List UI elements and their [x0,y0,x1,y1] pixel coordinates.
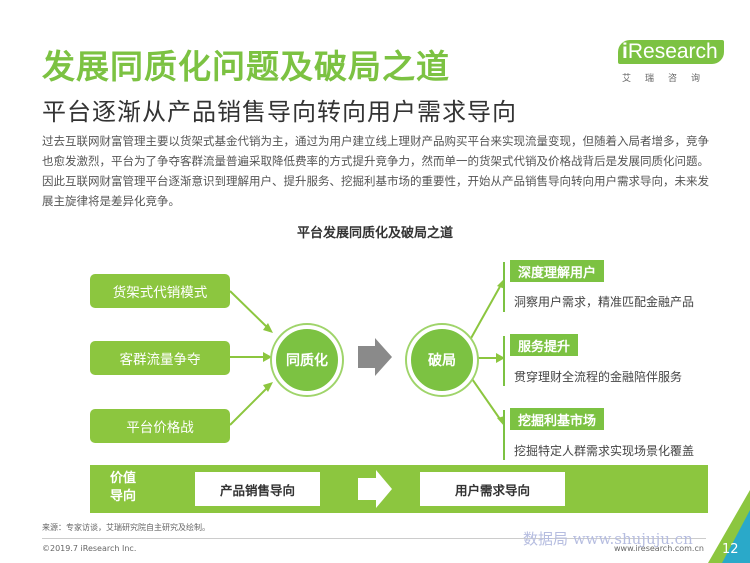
right-bracket-1 [503,262,510,312]
corner-decoration [708,490,750,563]
arrowhead-2 [263,352,272,362]
value-orientation-band [90,465,708,513]
page-title: 发展同质化问题及破局之道 [42,47,450,86]
left-item-3: 平台价格战 [90,409,230,443]
arrowhead-3 [263,382,273,392]
watermark: 数据局 www.shujuju.cn [523,530,693,548]
right-bracket-2 [503,336,510,386]
left-item-1: 货架式代销模式 [90,274,230,308]
connector-line-1 [229,290,271,331]
right-desc-1: 洞察用户需求，精准匹配金融产品 [514,295,695,309]
page-number: 12 [722,542,739,557]
right-heading-3: 挖掘利基市场 [510,408,605,430]
copyright: ©2019.7 iResearch Inc. [42,544,137,553]
band-arrow-icon [358,470,392,508]
intro-paragraph: 过去互联网财富管理主要以货架式基金代销为主，通过为用户建立线上理财产品购买平台来… [42,134,709,208]
diagram-title: 平台发展同质化及破局之道 [296,226,453,241]
center-arrow [358,338,392,376]
website: www.iresearch.com.cn [614,544,704,553]
band-from-box: 产品销售导向 [195,472,320,506]
right-desc-2: 贯穿理财全流程的金融陪伴服务 [514,370,683,384]
band-label: 价值 导向 [110,470,150,506]
arrowhead-5 [496,353,505,363]
source-note: 来源：专家访谈，艾瑞研究院自主研究及绘制。 [42,523,210,532]
page-subtitle: 平台逐渐从产品销售导向转向用户需求导向 [42,98,517,126]
band-label-line1: 价值 [110,471,137,486]
connector-line-4 [469,282,503,341]
footer-divider [42,538,706,539]
logo-chinese-name: 艾瑞咨询 [622,74,715,84]
right-bracket-3 [503,410,510,460]
band-to-box: 用户需求导向 [420,472,565,506]
circle-breakthrough: 破局 [407,325,477,395]
right-heading-2: 服务提升 [510,334,579,356]
connector-line-6 [469,375,503,423]
right-heading-1: 深度理解用户 [510,260,605,282]
left-item-2: 客群流量争夺 [90,341,230,375]
connector-line-3 [229,384,271,426]
circle-homogenization: 同质化 [272,325,342,395]
arrowhead-1 [263,323,273,333]
right-desc-3: 挖掘特定人群需求实现场景化覆盖 [514,444,695,458]
logo-wordmark: iResearch [618,40,724,64]
band-label-line2: 导向 [110,489,137,504]
iresearch-logo: iResearch 艾瑞咨询 [618,34,724,86]
